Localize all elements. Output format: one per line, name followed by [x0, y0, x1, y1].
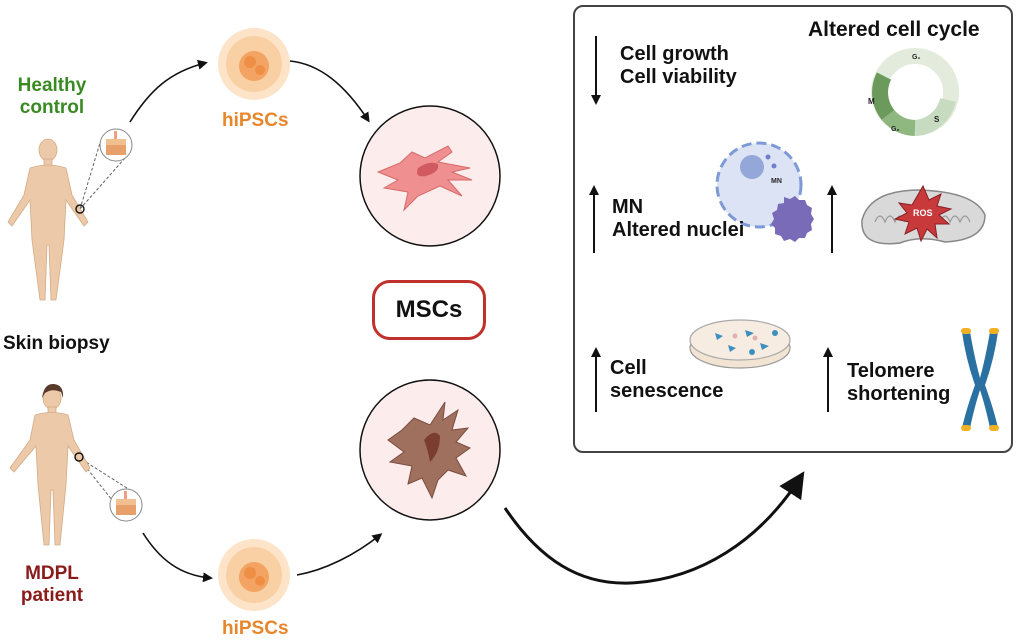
arrow-biopsy-to-hipsc-bottom	[142, 532, 213, 583]
msc-healthy-cell	[359, 105, 501, 247]
hipsc-colony-top	[218, 28, 290, 100]
ros-label: ROS	[913, 208, 933, 218]
mscs-label-box: MSCs	[372, 280, 486, 340]
petri-dish-icon	[689, 319, 791, 369]
micronucleus-cell-icon: MN	[715, 141, 814, 242]
msc-patient-cell	[359, 379, 501, 521]
cell-cycle-ring-icon: G₁ S G₂ M	[868, 48, 959, 136]
healthy-control-label: Healthy control	[17, 75, 87, 118]
hipsc-colony-bottom	[218, 539, 290, 611]
senescence-text: Cell senescence	[610, 357, 724, 402]
arrow-msc-to-panel	[503, 471, 805, 585]
patient-human-figure	[9, 386, 91, 546]
phenotype-panel	[573, 5, 1013, 453]
phase-s: S	[934, 115, 940, 124]
svg-text:MN: MN	[771, 178, 782, 185]
arrow-hipsc-bottom-to-msc	[296, 533, 383, 576]
arrow-biopsy-to-hipsc-top	[129, 59, 208, 123]
arrow-hipsc-top-to-msc	[289, 60, 370, 123]
chromosome-telomere-icon	[961, 328, 999, 431]
skin-biopsy-icon-healthy	[99, 128, 133, 162]
biopsy-site-healthy	[75, 204, 85, 214]
telomere-text: Telomere shortening	[847, 360, 951, 405]
phase-m: M	[868, 97, 875, 106]
mn-text: MN Altered nuclei	[612, 196, 745, 241]
cell-cycle-title: Altered cell cycle	[808, 18, 980, 41]
skin-biopsy-label: Skin biopsy	[3, 333, 110, 354]
mscs-label: MSCs	[395, 296, 463, 323]
patient-hair	[42, 383, 64, 398]
growth-text: Cell growth Cell viability	[620, 43, 737, 88]
skin-biopsy-icon-patient	[109, 488, 143, 522]
phase-g2: G₂	[891, 126, 900, 133]
healthy-human-figure	[7, 138, 89, 301]
hipsc-label-top: hiPSCs	[222, 110, 289, 131]
hipsc-label-bottom: hiPSCs	[222, 618, 289, 639]
phase-g1: G₁	[912, 54, 920, 61]
mitochondrion-ros-icon	[861, 184, 986, 245]
mdpl-patient-label: MDPL patient	[20, 563, 84, 606]
biopsy-site-patient	[74, 452, 84, 462]
